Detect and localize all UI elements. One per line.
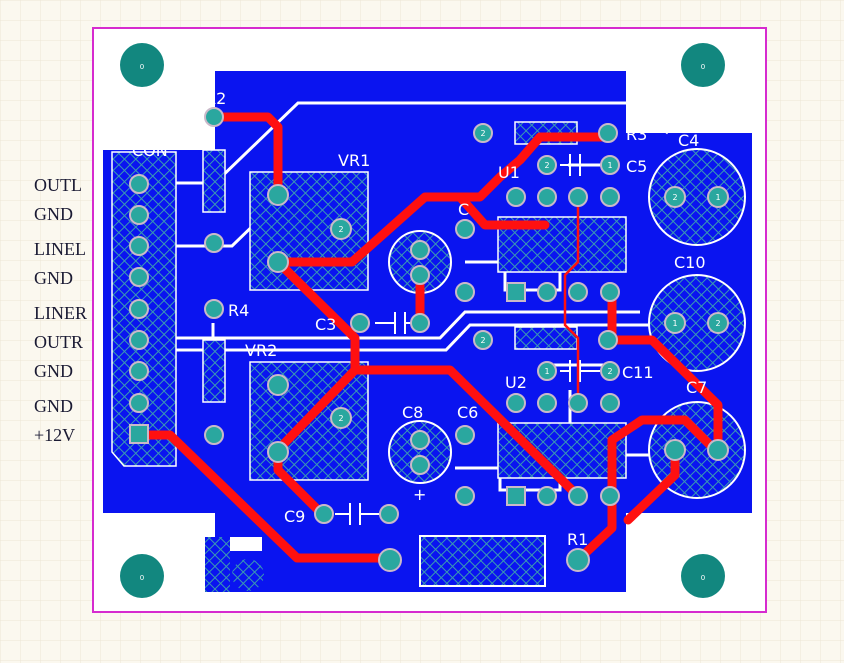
film-cap-symbols <box>335 154 600 525</box>
r5-body <box>514 326 578 350</box>
pad-number: 0 <box>140 574 144 582</box>
pad-number: 2 <box>672 193 677 202</box>
label-con: CON <box>132 141 168 160</box>
pad-number: 0 <box>140 63 144 71</box>
top-traces <box>135 112 723 565</box>
pad-number: 2 <box>544 161 549 170</box>
top-thin-traces <box>563 197 580 403</box>
pad-number: 2 <box>715 319 720 328</box>
label-c10: C10 <box>674 253 706 272</box>
label-c-partial: C <box>458 200 469 219</box>
label-vr1: VR1 <box>338 151 370 170</box>
mounting-holes: 0 0 0 0 <box>120 43 725 598</box>
pad-number: 2 <box>607 367 612 376</box>
pad-number: 1 <box>544 367 549 376</box>
label-u2: U2 <box>505 373 527 392</box>
c10-body <box>648 274 746 372</box>
r1-body <box>419 535 546 587</box>
logo-block <box>232 559 264 591</box>
label-u1: U1 <box>498 163 520 182</box>
label-c4: C4 <box>678 131 699 150</box>
pin-label-outr: OUTR <box>34 332 83 352</box>
label-c8: C8 <box>402 403 423 422</box>
pad-number: 2 <box>338 414 343 423</box>
label-vr2: VR2 <box>245 341 277 360</box>
pad-number: 2 <box>338 225 343 234</box>
pad-number: 1 <box>607 161 612 170</box>
pin-label-gnd: GND <box>34 396 73 416</box>
pin-label-gnd: GND <box>34 204 73 224</box>
connector-pin-labels: OUTL GND LINEL GND LINER OUTR GND GND +1… <box>34 175 87 445</box>
pin-label-outl: OUTL <box>34 175 82 195</box>
label-r4: R4 <box>228 301 249 320</box>
logo-block <box>230 537 262 551</box>
pad-number: 1 <box>672 319 677 328</box>
r2-body <box>202 149 226 213</box>
pad-number: 1 <box>715 193 720 202</box>
pin-label-gnd: GND <box>34 268 73 288</box>
pad-number: 2 <box>480 129 485 138</box>
silkscreen-labels: R2 VR1 R3 C4 C5 U1 C10 C3 R4 VR2 C11 U2 … <box>132 89 707 549</box>
pin-label-12v: +12V <box>34 425 75 445</box>
label-c3: C3 <box>315 315 336 334</box>
label-c11: C11 <box>622 363 654 382</box>
logo-block <box>205 537 230 592</box>
c4-body <box>648 148 746 246</box>
label-r1: R1 <box>567 530 588 549</box>
r4-body <box>202 339 226 403</box>
label-c5: C5 <box>626 157 647 176</box>
label-c7: C7 <box>686 378 707 397</box>
polarity-mark: + <box>413 485 426 504</box>
label-c9: C9 <box>284 507 305 526</box>
pin-label-linel: LINEL <box>34 239 86 259</box>
pin-label-liner: LINER <box>34 303 87 323</box>
pad-number: 0 <box>701 63 705 71</box>
label-r2: R2 <box>205 89 226 108</box>
pad-numbers: 2 2 1 2 2 2 1 1 2 2 1 2 <box>338 129 720 423</box>
label-c6: C6 <box>457 403 478 422</box>
label-r3: R3 <box>626 125 647 144</box>
pad-number: 0 <box>701 574 705 582</box>
c8-body <box>388 420 452 484</box>
pad-number: 2 <box>480 336 485 345</box>
pin-label-gnd: GND <box>34 361 73 381</box>
pads <box>129 107 729 572</box>
